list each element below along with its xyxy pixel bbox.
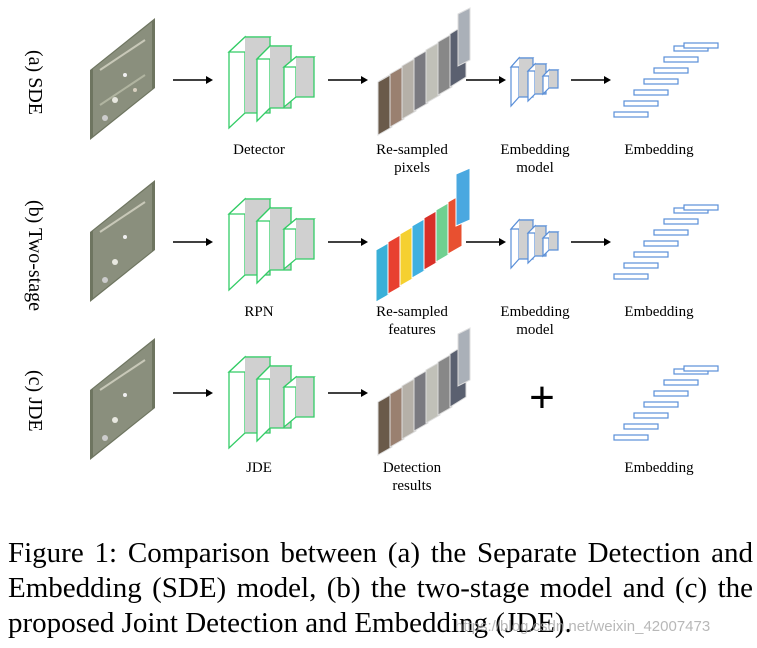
- network-blocks: [227, 355, 316, 450]
- caption-embedding: Embedding: [624, 304, 694, 320]
- arrow: [328, 238, 368, 246]
- arrow: [571, 76, 611, 84]
- row-sde: (a) SDE: [0, 0, 757, 176]
- arrow: [173, 76, 213, 84]
- network-blocks: [227, 197, 316, 292]
- caption-embed-model: Embedding model: [480, 303, 590, 339]
- embedding-model-blocks: [509, 56, 560, 108]
- plus-sign: +: [529, 373, 555, 422]
- caption-embed-line2: model: [516, 160, 554, 176]
- embedding-bars: [613, 204, 719, 280]
- arrow: [173, 389, 213, 397]
- crop-stack-strips: [377, 327, 471, 456]
- arrow: [328, 76, 368, 84]
- caption-embed-line2: model: [516, 322, 554, 338]
- caption-crops-line1: Re-sampled: [376, 304, 448, 320]
- caption-rpn: RPN: [244, 304, 274, 320]
- arrow: [571, 238, 611, 246]
- caption-crops-line1: Re-sampled: [376, 142, 448, 158]
- arrow: [328, 389, 368, 397]
- row-jde: (c) JDE +: [0, 320, 757, 494]
- arrow: [173, 238, 213, 246]
- pipeline-diagram: [90, 167, 719, 303]
- pipeline-diagram: +: [90, 327, 719, 460]
- caption-crops: Re-sampled pixels: [357, 141, 467, 177]
- caption-crops: Re-sampled features: [357, 303, 467, 339]
- caption-crops-line2: features: [388, 322, 436, 338]
- caption-crops: Detection results: [357, 459, 467, 495]
- figure-caption: Figure 1: Comparison between (a) the Sep…: [8, 537, 753, 639]
- input-frame: [90, 338, 155, 460]
- caption-embedding: Embedding: [624, 460, 694, 476]
- caption-crops-line1: Detection: [382, 460, 442, 476]
- embedding-bars: [613, 365, 719, 441]
- caption-embed-line1: Embedding: [500, 304, 570, 320]
- arrow: [466, 76, 506, 84]
- caption-embed-model: Embedding model: [480, 141, 590, 177]
- caption-embed-line1: Embedding: [500, 142, 570, 158]
- caption-crops-line2: results: [392, 478, 432, 494]
- watermark: https://blog.csdn.net/weixin_42007473: [455, 618, 711, 635]
- arrow: [466, 238, 506, 246]
- embedding-bars: [613, 42, 719, 118]
- embedding-model-blocks: [509, 218, 560, 270]
- caption-embedding: Embedding: [624, 142, 694, 158]
- input-frame: [90, 180, 155, 302]
- pipeline-diagram: [90, 7, 719, 140]
- caption-crops-line2: pixels: [394, 160, 430, 176]
- feature-map-stack: [375, 167, 471, 303]
- row-two-stage: (b) Two-stage: [0, 162, 757, 338]
- caption-detector: Detector: [233, 142, 285, 158]
- input-frame: [90, 18, 155, 140]
- network-blocks: [227, 35, 316, 130]
- caption-jde: JDE: [246, 460, 272, 476]
- crop-stack-strips: [377, 7, 471, 136]
